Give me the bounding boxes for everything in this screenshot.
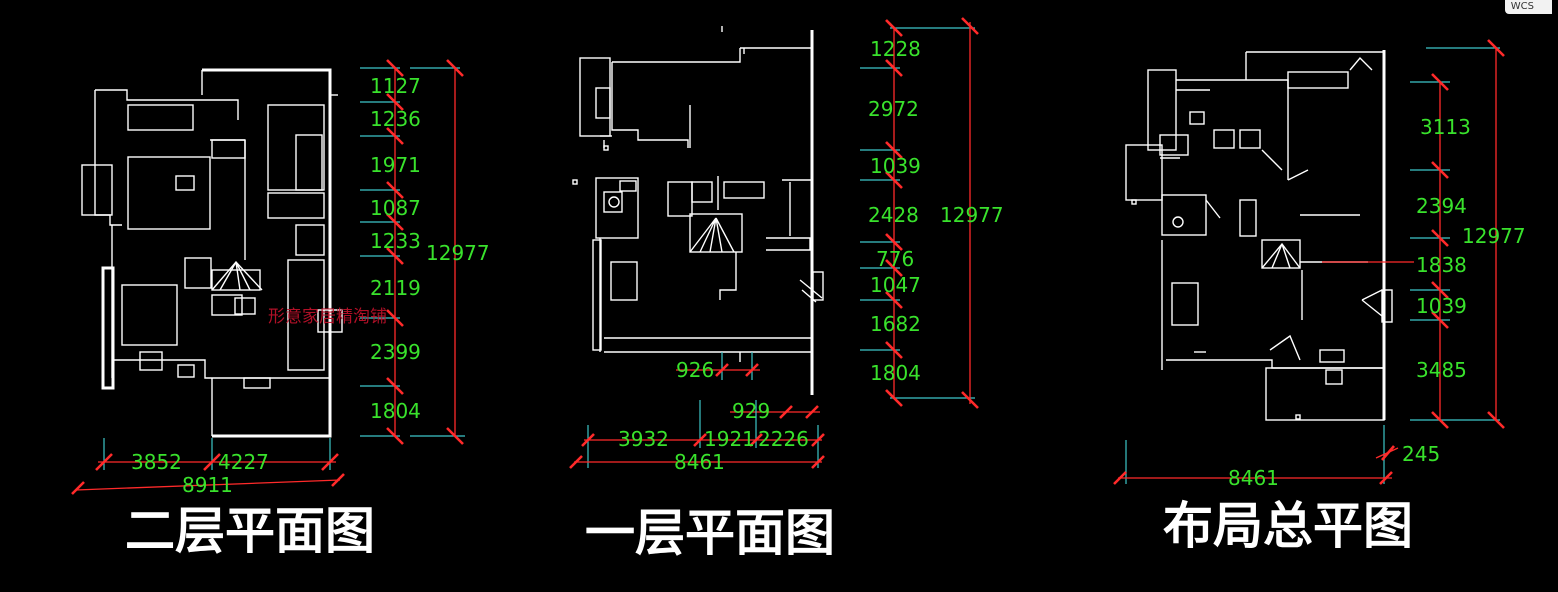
dim-site-3: 1838 (1416, 253, 1467, 277)
dim-1f-1: 1228 (870, 37, 921, 61)
dim-2f-total-width: 8911 (182, 473, 233, 497)
dim-site-total-width: 8461 (1228, 466, 1279, 490)
dim-1f-inner-1: 926 (676, 358, 714, 382)
dim-2f-2: 1236 (370, 107, 421, 131)
dim-2f-bottom-1: 3852 (131, 450, 182, 474)
first-floor-dimensions: 1228 2972 1039 2428 776 1047 1682 1804 1… (569, 17, 1004, 474)
dim-2f-1: 1127 (370, 74, 421, 98)
wcs-badge[interactable]: WCS (1504, 0, 1552, 14)
dim-1f-4: 2428 (868, 203, 919, 227)
watermark-text: 形意家居精淘铺 (268, 307, 387, 327)
dim-site-offset: 245 (1402, 442, 1440, 466)
site-layout-dimensions: 3113 2394 1838 1039 3485 12977 8461 245 (1113, 39, 1526, 490)
dim-2f-8: 1804 (370, 399, 421, 423)
site-layout-walls (1125, 50, 1393, 421)
second-floor-ticks (386, 59, 464, 445)
dim-site-4: 1039 (1416, 294, 1467, 318)
first-floor-ticks (885, 17, 979, 409)
dim-1f-8: 1804 (870, 361, 921, 385)
second-floor-dimensions: 1127 1236 1971 1087 1233 2119 2399 1804 … (71, 59, 490, 497)
dim-2f-total-height: 12977 (426, 241, 490, 265)
title-second-floor: 二层平面图 (125, 501, 375, 560)
dim-1f-6: 1047 (870, 273, 921, 297)
site-layout-ticks (1431, 39, 1505, 429)
dim-site-5: 3485 (1416, 358, 1467, 382)
site-layout-plan: 3113 2394 1838 1039 3485 12977 8461 245 … (1113, 39, 1526, 555)
dim-2f-3: 1971 (370, 153, 421, 177)
dim-1f-bottom-1: 3932 (618, 427, 669, 451)
dim-1f-5: 776 (876, 247, 914, 271)
second-floor-walls (81, 68, 343, 438)
dim-site-2: 2394 (1416, 194, 1467, 218)
dim-2f-4: 1087 (370, 196, 421, 220)
title-first-floor: 一层平面图 (585, 503, 835, 562)
dim-site-total-height: 12977 (1462, 224, 1526, 248)
first-floor-plan: 1228 2972 1039 2428 776 1047 1682 1804 1… (569, 17, 1004, 562)
dim-1f-2: 2972 (868, 97, 919, 121)
dim-1f-7: 1682 (870, 312, 921, 336)
second-floor-plan: 1127 1236 1971 1087 1233 2119 2399 1804 … (71, 59, 490, 560)
dim-2f-bottom-2: 4227 (218, 450, 269, 474)
dim-1f-inner-2: 929 (732, 399, 770, 423)
dim-1f-bottom-3: 2226 (758, 427, 809, 451)
dim-1f-total-height: 12977 (940, 203, 1004, 227)
dim-1f-3: 1039 (870, 154, 921, 178)
title-site-layout: 布局总平图 (1163, 496, 1413, 555)
dim-1f-bottom-2: 1921 (704, 427, 755, 451)
dim-1f-total-width: 8461 (674, 450, 725, 474)
dim-2f-7: 2399 (370, 340, 421, 364)
dim-2f-6: 2119 (370, 276, 421, 300)
dim-2f-5: 1233 (370, 229, 421, 253)
first-floor-walls (572, 26, 824, 395)
dim-site-1: 3113 (1420, 115, 1471, 139)
